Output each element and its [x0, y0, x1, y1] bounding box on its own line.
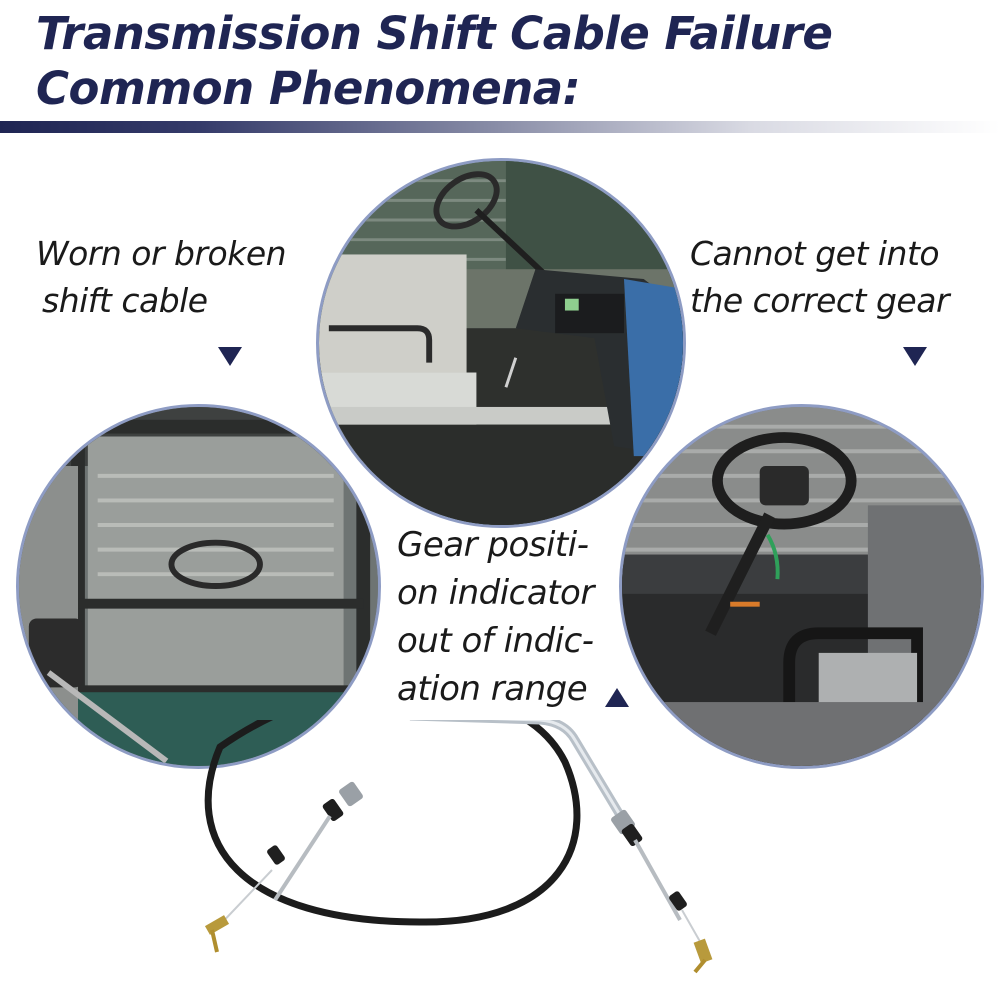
cable-loop	[204, 720, 581, 926]
caption-line: on indicator	[397, 573, 594, 613]
down-triangle-icon	[218, 347, 242, 366]
photo-cart-window	[16, 404, 381, 769]
caption-line: Cannot get into	[690, 234, 940, 273]
title-gradient-bar	[0, 121, 1000, 133]
caption-line: ation range	[397, 669, 588, 709]
caption-line: Gear positi-	[397, 525, 589, 565]
down-triangle-icon	[903, 347, 927, 366]
page-title: Transmission Shift Cable Failure Common …	[36, 6, 833, 116]
caption-line: the correct gear	[690, 281, 950, 320]
golf-cart-steering-illustration	[622, 407, 981, 766]
caption-line: shift cable	[42, 281, 208, 320]
caption-wrong-gear: Cannot get into the correct gear	[690, 230, 950, 324]
shift-cable-product-image	[204, 720, 713, 974]
photo-cart-steering	[619, 404, 984, 769]
caption-line: Worn or broken	[36, 234, 287, 273]
title-line-1: Transmission Shift Cable Failure	[36, 7, 833, 60]
title-line-2: Common Phenomena:	[36, 62, 581, 115]
golf-cart-window-illustration	[19, 407, 378, 766]
caption-indicator-range: Gear positi- on indicator out of indic- …	[397, 521, 594, 713]
caption-line: out of indic-	[397, 621, 594, 661]
up-triangle-icon	[605, 688, 629, 707]
caption-worn-cable: Worn or broken shift cable	[36, 230, 287, 324]
